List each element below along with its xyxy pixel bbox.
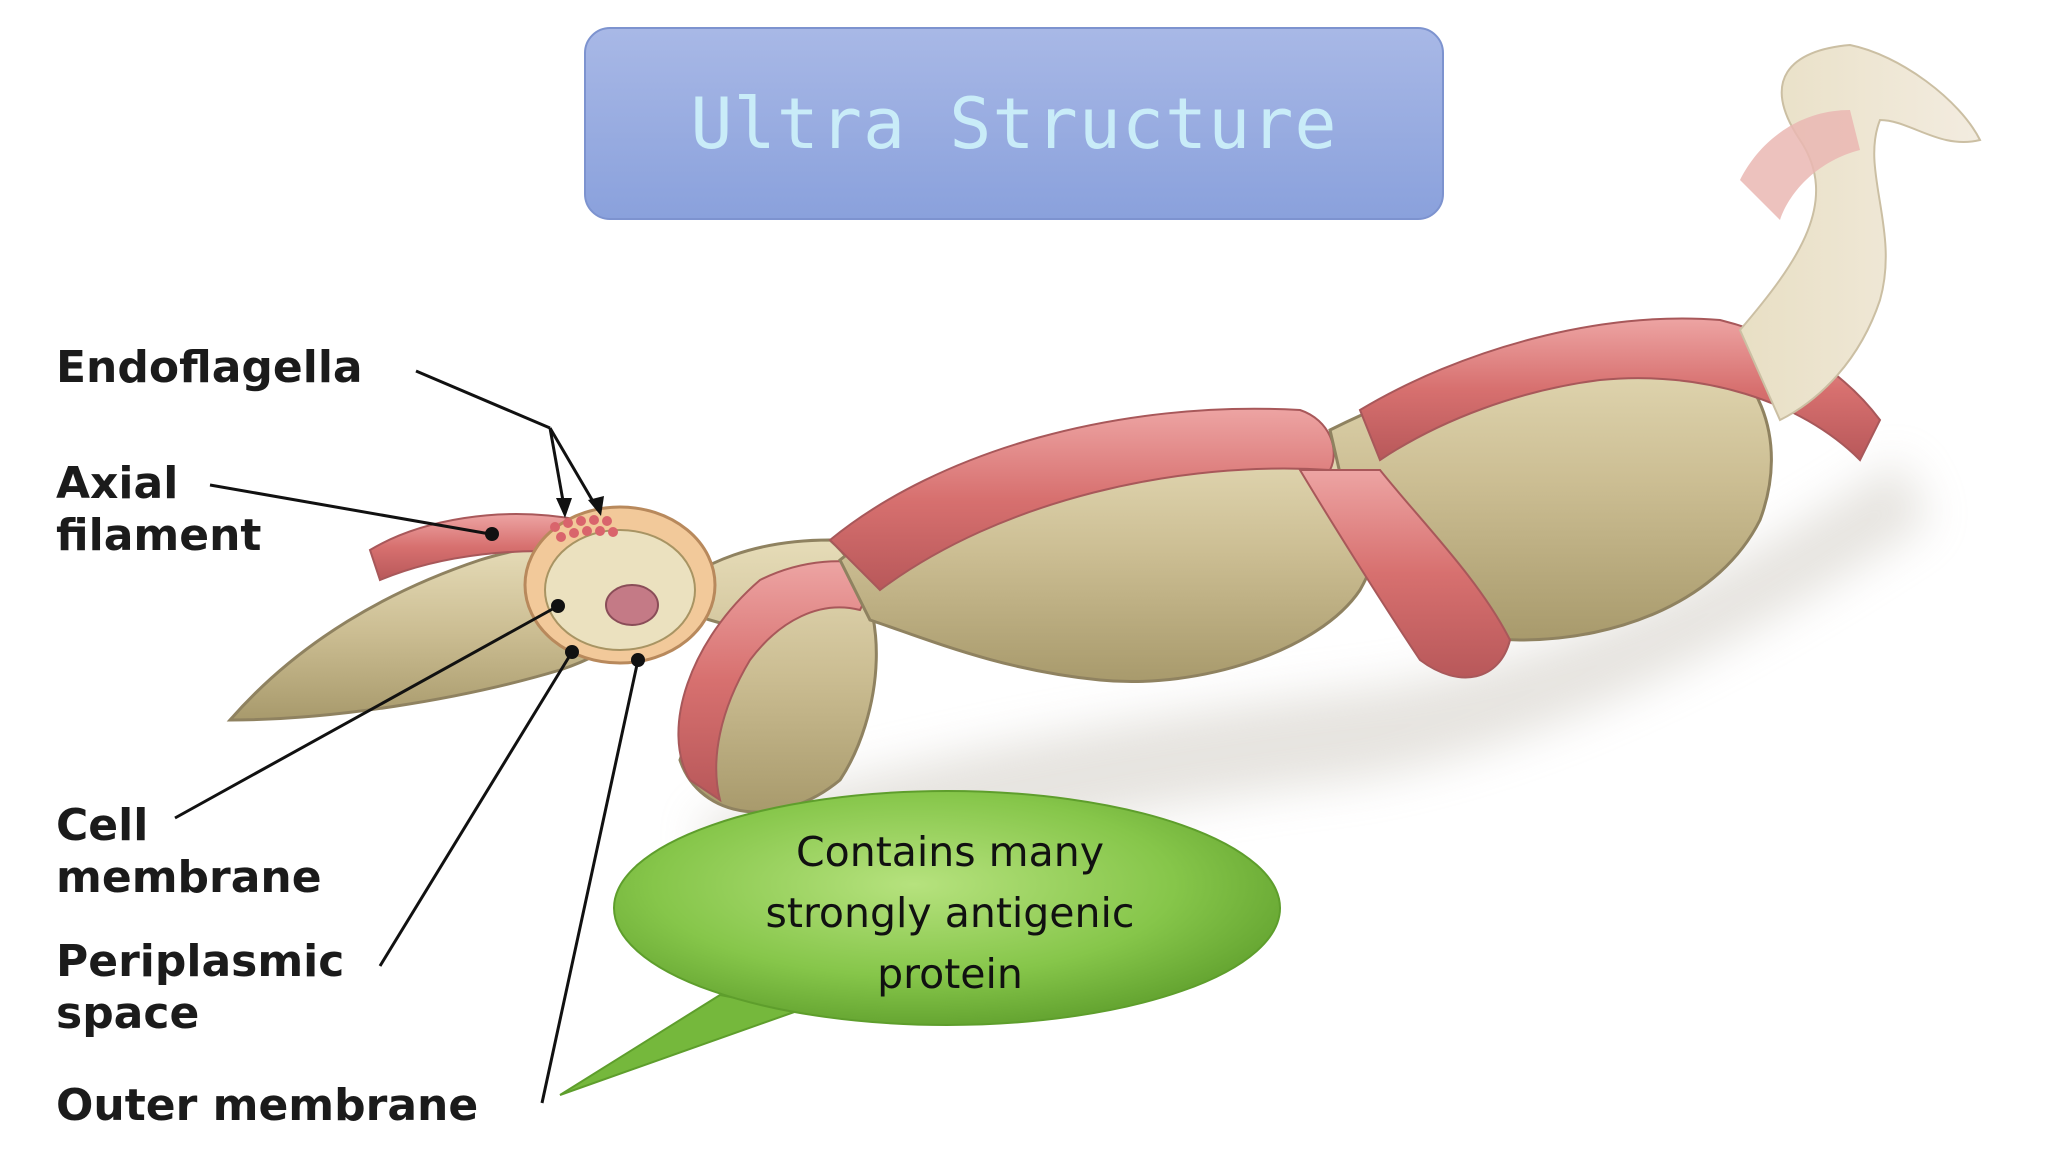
label-periplasmic-space-line1: Periplasmic xyxy=(56,936,345,987)
label-cell-membrane-line2: membrane xyxy=(56,852,322,903)
cross-section xyxy=(523,505,717,665)
leader-arrowheads xyxy=(485,496,645,667)
body-shadow xyxy=(700,460,1930,900)
label-endoflagella: Endoflagella xyxy=(56,342,363,393)
cell-tail xyxy=(1738,43,1982,422)
leader-lines xyxy=(174,369,640,1104)
label-cell-membrane-line1: Cell xyxy=(56,800,149,851)
callout-line-3: protein xyxy=(877,950,1023,998)
callout-line-1: Contains many xyxy=(796,828,1104,876)
callout-bubble xyxy=(559,790,1281,1096)
label-axial-filament-line1: Axial xyxy=(56,458,179,509)
title-banner: Ultra Structure xyxy=(584,27,1444,220)
label-periplasmic-space-line2: space xyxy=(56,988,200,1039)
label-outer-membrane: Outer membrane xyxy=(56,1080,479,1131)
callout-line-2: strongly antigenic xyxy=(765,889,1135,937)
label-axial-filament-line2: filament xyxy=(56,510,262,561)
endoflagella-dots xyxy=(550,515,618,542)
callout-text: Contains many strongly antigenic protein xyxy=(720,822,1180,1005)
page-title: Ultra Structure xyxy=(690,82,1338,165)
cell-body-coils xyxy=(657,317,1882,814)
